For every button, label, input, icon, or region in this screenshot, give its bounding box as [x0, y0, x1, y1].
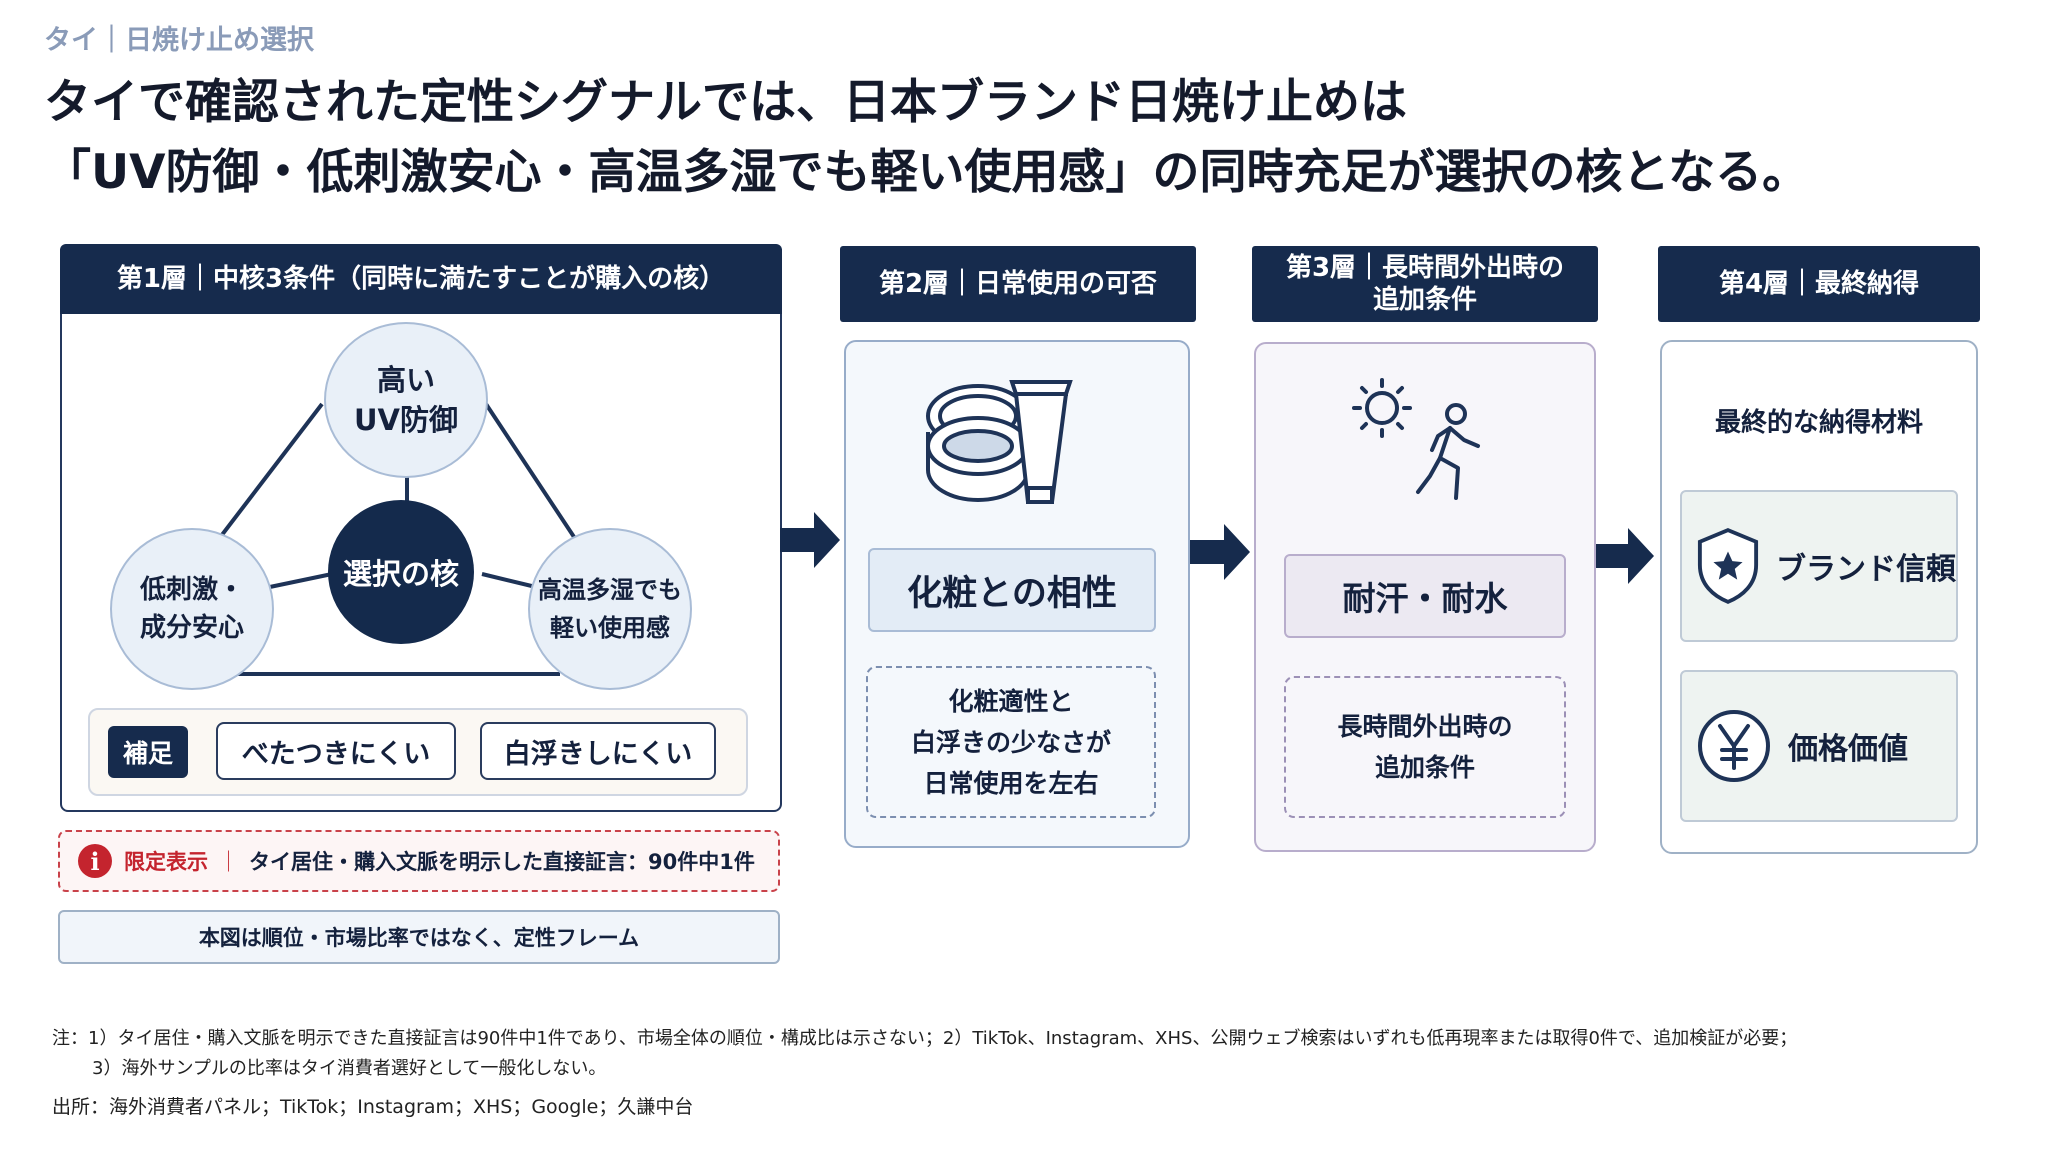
layer3-title: 第3層｜長時間外出時の 追加条件 — [1252, 246, 1598, 322]
layer3-title-line-1: 第3層｜長時間外出時の — [1285, 253, 1565, 283]
shield-star-icon — [1697, 528, 1759, 604]
yen-coin-icon — [1698, 710, 1770, 782]
supplement-pill-no-white-cast: 白浮きしにくい — [480, 722, 716, 780]
layer4-title: 第4層｜最終納得 — [1658, 246, 1980, 322]
makeup-detail-box: 化粧適性と 白浮きの少なさが 日常使用を左右 — [866, 666, 1156, 818]
core-circle: 選択の核 — [328, 500, 474, 644]
triangle-connectors — [213, 402, 582, 676]
uv-circle-line-2: UV防御 — [354, 403, 458, 437]
low-irritation-circle: 低刺激・ 成分安心 — [110, 528, 274, 690]
arrow-right-icon — [1190, 524, 1250, 580]
long-outing-line-2: 追加条件 — [1374, 753, 1475, 782]
layer3-title-line-2: 追加条件 — [1372, 285, 1477, 315]
arrow-right-icon — [1594, 528, 1654, 584]
connector-top-left — [213, 402, 324, 546]
low-irritation-line-1: 低刺激・ — [139, 575, 244, 605]
price-value-card: 価格価値 — [1680, 670, 1958, 822]
light-feel-line-2: 軽い使用感 — [550, 614, 670, 642]
page-title: タイで確認された定性シグナルでは、日本ブランド日焼け止めは 「UV防御・低刺激安… — [44, 68, 1809, 208]
long-outing-line-1: 長時間外出時の — [1337, 712, 1513, 741]
makeup-detail-line-3: 日常使用を左右 — [923, 768, 1099, 798]
headline-line-2: 「UV防御・低刺激安心・高温多湿でも軽い使用感」の同時充足が選択の核となる。 — [44, 145, 1810, 200]
makeup-compatibility-label: 化粧との相性 — [868, 548, 1156, 632]
supplement-pill-non-sticky: べたつきにくい — [216, 722, 456, 780]
limited-tag: 限定表示 — [124, 850, 208, 874]
layer4-subtitle: 最終的な納得材料 — [1714, 408, 1923, 438]
sun-walking-person-icon — [1352, 378, 1480, 500]
price-value-label: 価格価値 — [1788, 732, 1908, 767]
connector-core-left — [264, 572, 333, 590]
uv-protection-circle: 高い UV防御 — [324, 322, 488, 478]
makeup-detail-line-2: 白浮きの少なさが — [910, 727, 1111, 757]
limited-separator: ｜ — [218, 850, 239, 874]
makeup-detail-line-1: 化粧適性と — [948, 686, 1074, 716]
footnote-line-2: 3）海外サンプルの比率はタイ消費者選好として一般化しない。 — [92, 1058, 607, 1079]
light-feel-line-1: 高温多湿でも — [538, 576, 682, 604]
cosmetics-compact-tube-icon — [926, 380, 1073, 504]
connector-top-right — [484, 402, 582, 548]
brand-trust-card: ブランド信頼 — [1680, 490, 1958, 642]
layer1-title: 第1層｜中核3条件（同時に満たすことが購入の核） — [60, 244, 782, 314]
limited-display-box: i 限定表示 ｜ タイ居住・購入文脈を明示した直接証言：90件中1件 — [58, 830, 780, 892]
footnote-line-1: 注：1）タイ居住・購入文脈を明示できた直接証言は90件中1件であり、市場全体の順… — [52, 1028, 1798, 1049]
supplement-tag: 補足 — [108, 726, 188, 778]
brand-trust-label: ブランド信頼 — [1776, 552, 1956, 587]
disclaimer-box: 本図は順位・市場比率ではなく、定性フレーム — [58, 910, 780, 964]
breadcrumb: タイ｜日焼け止め選択 — [44, 25, 314, 56]
info-icon: i — [78, 844, 112, 878]
arrow-right-icon — [780, 512, 840, 568]
uv-circle-line-1: 高い — [376, 363, 435, 397]
headline-line-1: タイで確認された定性シグナルでは、日本ブランド日焼け止めは — [44, 75, 1407, 130]
sweat-water-resistance-label: 耐汗・耐水 — [1284, 554, 1566, 638]
low-irritation-line-2: 成分安心 — [139, 613, 244, 643]
light-feel-circle: 高温多湿でも 軽い使用感 — [528, 528, 692, 690]
source-line: 出所：海外消費者パネル；TikTok；Instagram；XHS；Google；… — [52, 1096, 694, 1118]
layer2-title: 第2層｜日常使用の可否 — [840, 246, 1196, 322]
long-outing-detail-box: 長時間外出時の 追加条件 — [1284, 676, 1566, 818]
limited-text: タイ居住・購入文脈を明示した直接証言：90件中1件 — [249, 850, 755, 874]
